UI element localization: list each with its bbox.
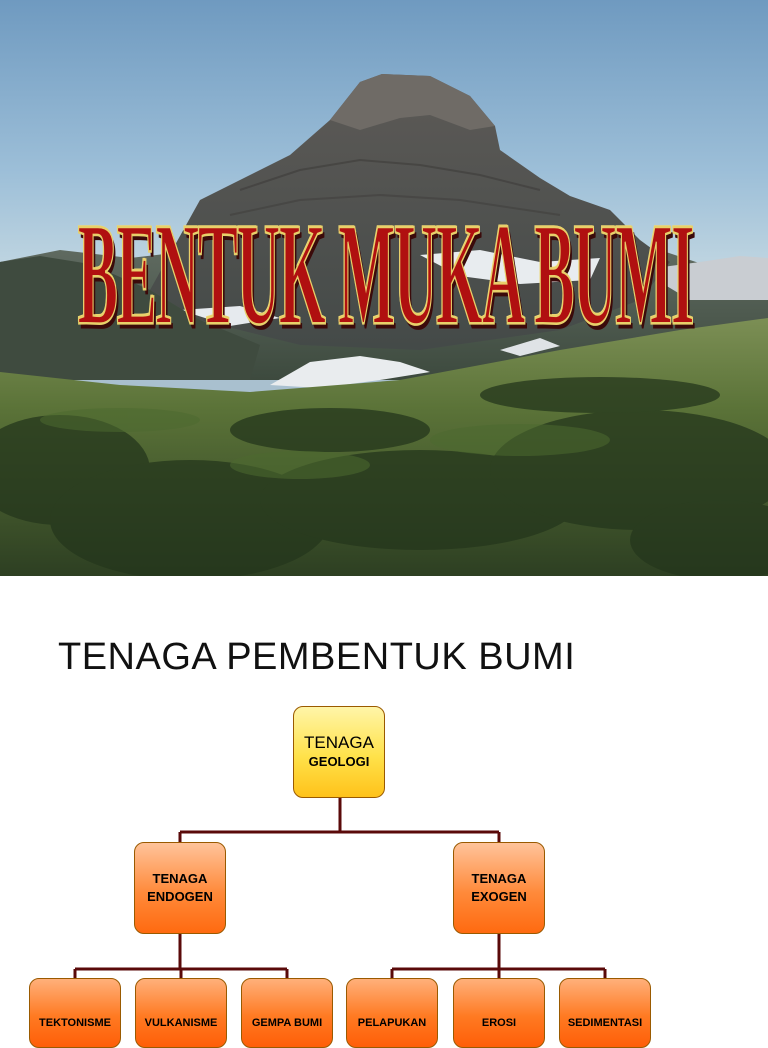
node-pelapukan: PELAPUKAN: [346, 978, 438, 1048]
node-label-line2: EXOGEN: [471, 889, 527, 904]
node-label-line1: TENAGA: [304, 733, 374, 752]
node-sedimentasi: SEDIMENTASI: [559, 978, 651, 1048]
node-label: GEMPA BUMI: [251, 1017, 323, 1029]
node-label: PELAPUKAN: [357, 1017, 427, 1029]
slide-diagram: TENAGA PEMBENTUK BUMI TENAGA GEOLOGI TEN…: [0, 576, 768, 1048]
node-label-line2: ENDOGEN: [147, 889, 213, 904]
slide-title-text: BENTUK MUKA BUMI: [77, 193, 695, 357]
node-label-line2: GEOLOGI: [308, 754, 370, 769]
node-label: TEKTONISME: [39, 1017, 111, 1029]
node-gempa-bumi: GEMPA BUMI: [241, 978, 333, 1048]
node-label-line1: TENAGA: [152, 871, 208, 886]
node-label: VULKANISME: [144, 1017, 218, 1029]
node-erosi: EROSI: [453, 978, 545, 1048]
node-tenaga-exogen: TENAGA EXOGEN: [453, 842, 545, 934]
slide-title-banner: BENTUK MUKA BUMI: [77, 196, 695, 356]
node-tektonisme: TEKTONISME: [29, 978, 121, 1048]
node-tenaga-geologi: TENAGA GEOLOGI: [293, 706, 385, 798]
slide-title: BENTUK MUKA BUMI: [0, 0, 768, 576]
diagram-title: TENAGA PEMBENTUK BUMI: [58, 636, 576, 678]
node-label: SEDIMENTASI: [567, 1017, 643, 1029]
node-vulkanisme: VULKANISME: [135, 978, 227, 1048]
tree-connectors: [73, 798, 607, 978]
mountain-landscape-image: [0, 74, 768, 576]
node-label-line1: TENAGA: [471, 871, 527, 886]
node-tenaga-endogen: TENAGA ENDOGEN: [134, 842, 226, 934]
node-label: EROSI: [481, 1017, 517, 1029]
